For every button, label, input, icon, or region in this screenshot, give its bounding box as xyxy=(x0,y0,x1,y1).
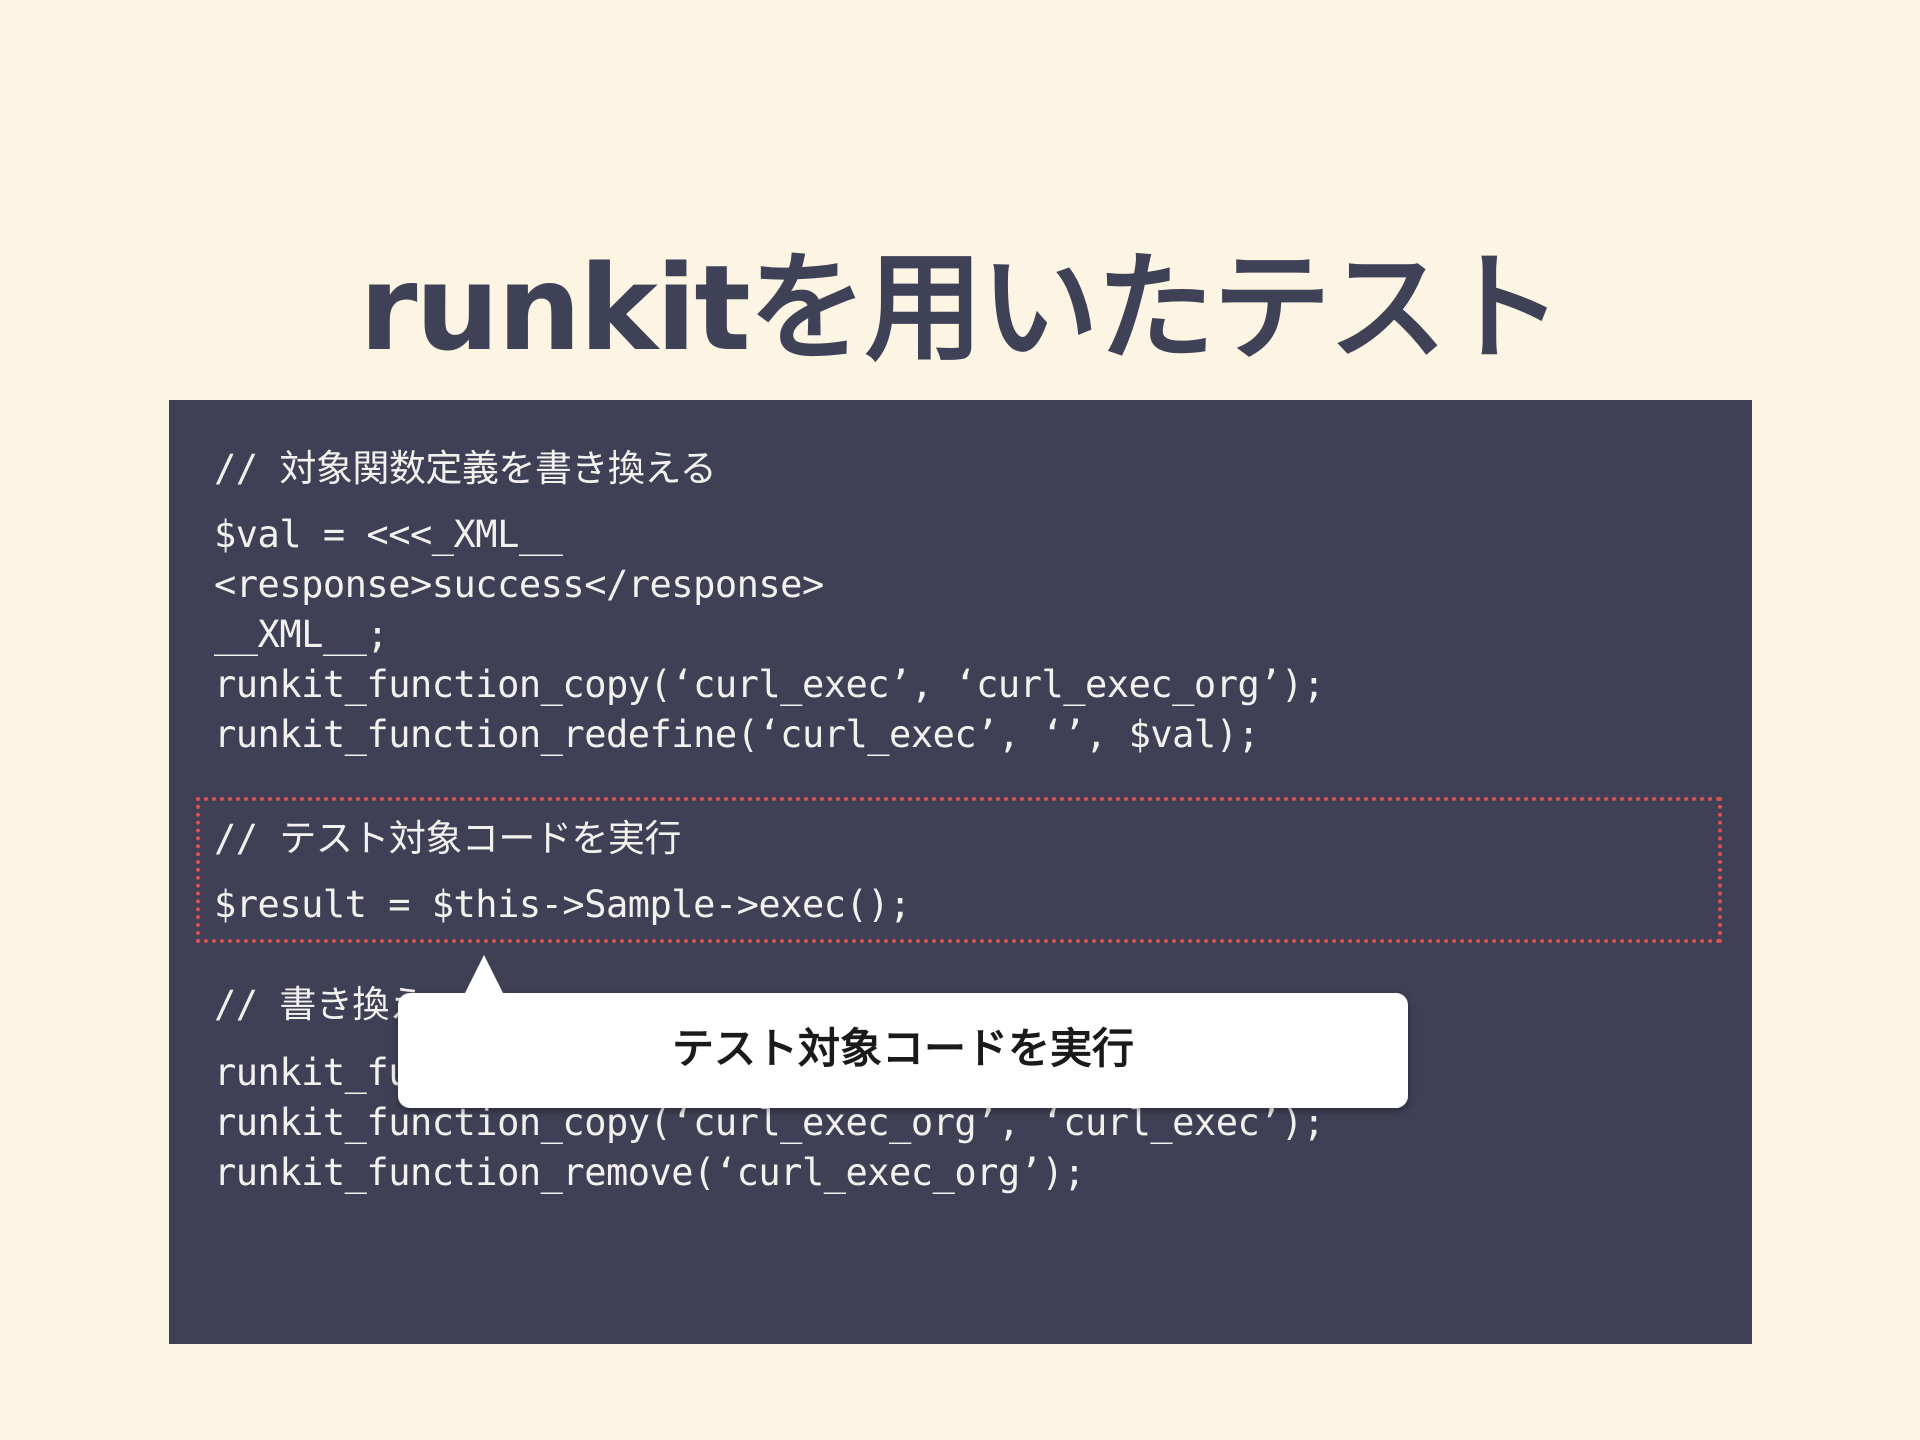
code-comment-restore: // 書き換え xyxy=(214,983,426,1026)
code-line: runkit_function_copy(‘curl_exec_org’, ‘c… xyxy=(214,1101,1325,1144)
code-comment-redefine: // 対象関数定義を書き換える xyxy=(214,447,717,490)
code-line: $val = <<<_XML__ xyxy=(214,513,563,556)
highlight-box xyxy=(196,797,1722,943)
code-line: runkit_function_redefine(‘curl_exec’, ‘’… xyxy=(214,713,1260,756)
code-line: runkit_function_copy(‘curl_exec’, ‘curl_… xyxy=(214,663,1325,706)
slide-title: runkitを用いたテスト xyxy=(359,239,1563,377)
callout-tooltip: テスト対象コードを実行 xyxy=(398,955,1408,1108)
code-line: __XML__; xyxy=(214,613,389,656)
code-line: <response>success</response> xyxy=(214,563,824,606)
code-line: runkit_fu xyxy=(214,1051,410,1094)
code-line: runkit_function_remove(‘curl_exec_org’); xyxy=(214,1151,1086,1194)
callout-text: テスト対象コードを実行 xyxy=(671,1024,1134,1073)
code-panel: // 対象関数定義を書き換える $val = <<<_XML__ <respon… xyxy=(169,400,1752,1344)
code-comment-execute: // テスト対象コードを実行 xyxy=(214,817,681,860)
code-line: $result = $this->Sample->exec(); xyxy=(214,883,911,926)
callout-arrow xyxy=(464,955,504,995)
